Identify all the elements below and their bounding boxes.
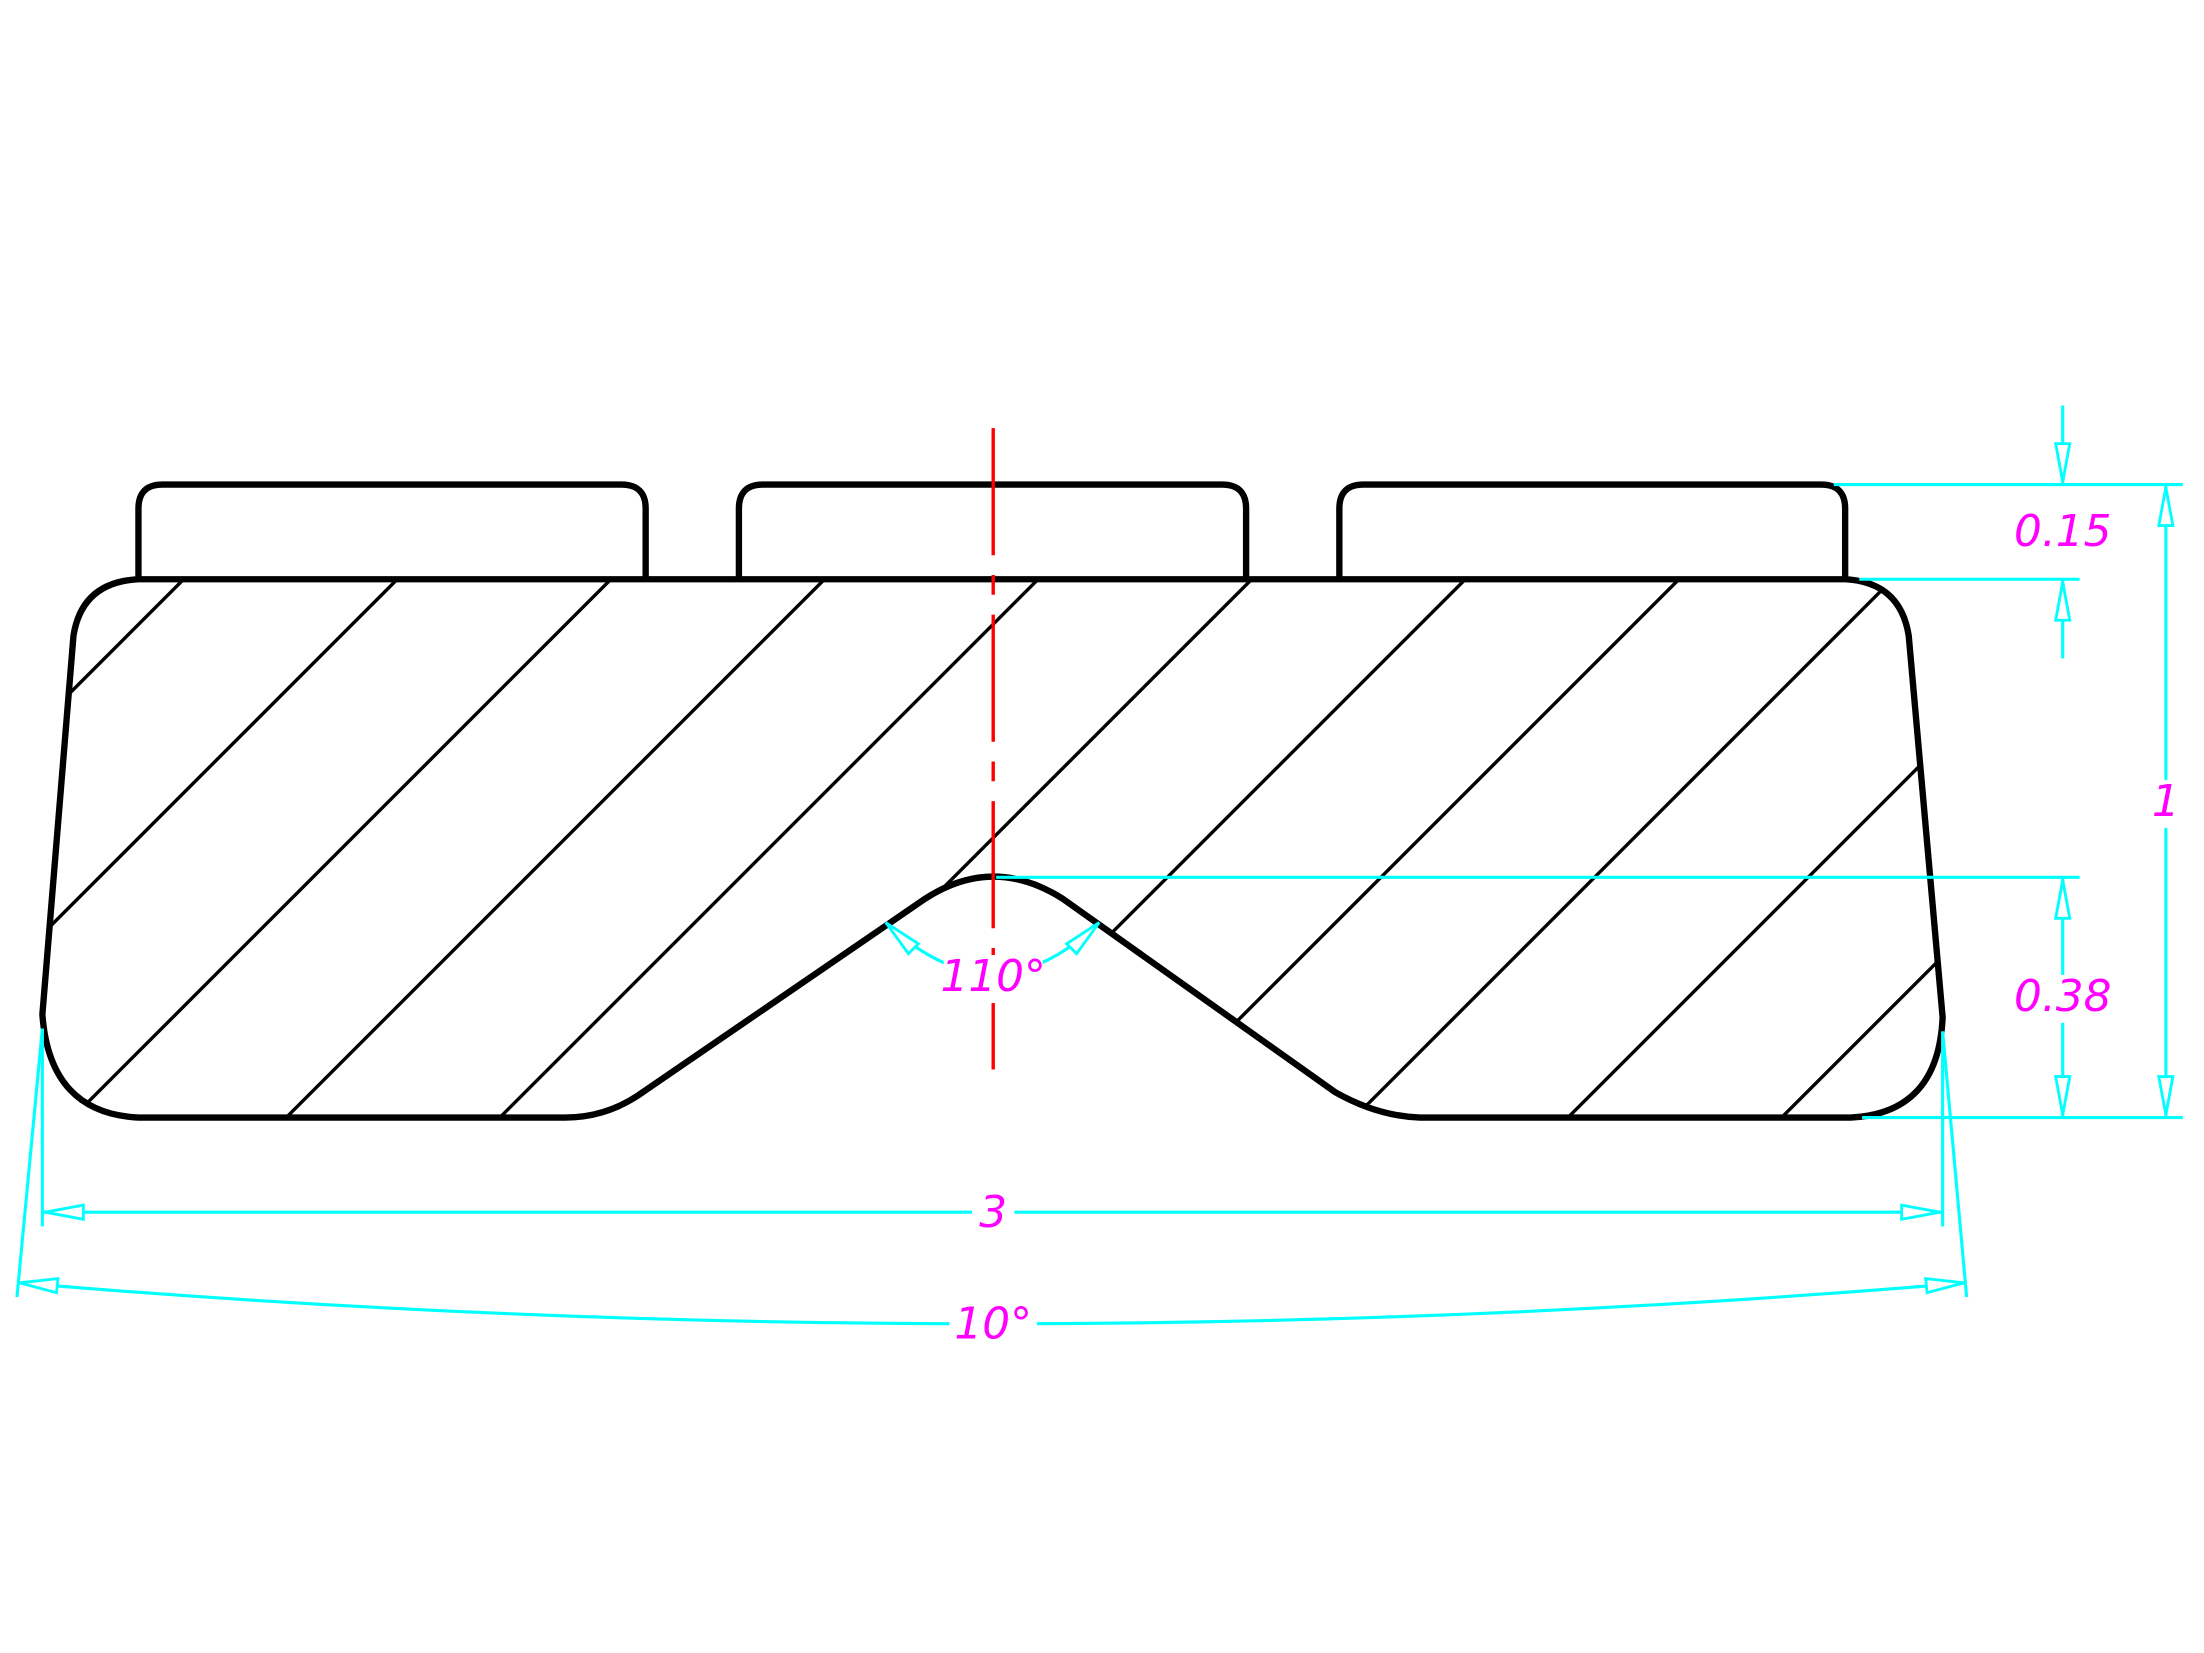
hatch-line <box>1412 579 1943 1118</box>
hatch-line <box>558 579 1409 1118</box>
hatch-line <box>131 579 982 1118</box>
tab-height-label: 0.15 <box>2014 506 2111 557</box>
notch-angle-label: 110° <box>940 951 1045 1002</box>
tab-left <box>135 481 649 580</box>
hatch-line <box>344 579 1195 1118</box>
hatch-line <box>771 579 1622 1118</box>
section-hatching <box>42 579 1943 1118</box>
hatch-line <box>985 579 1836 1118</box>
width-label: 3 <box>979 1187 1007 1238</box>
hatch-line <box>42 579 768 1118</box>
hatch-line <box>1199 579 1943 1118</box>
tab-right <box>1336 481 1849 580</box>
dimension-geometry <box>15 405 2183 1326</box>
total-height-label: 1 <box>2152 776 2180 827</box>
hatch-line <box>42 579 341 1118</box>
taper-angle-label: 10° <box>954 1299 1032 1350</box>
notch-depth-label: 0.38 <box>2014 971 2111 1022</box>
hatch-line <box>42 579 554 1118</box>
